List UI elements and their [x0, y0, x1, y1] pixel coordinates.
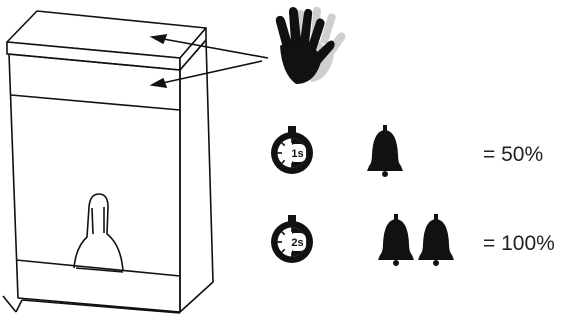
dispenser-base-edge-2 — [15, 299, 23, 313]
dispenser-base-line — [15, 259, 181, 277]
hand-finger-3 — [300, 8, 313, 44]
timer-icon: 1s — [271, 126, 313, 174]
result-label-100: = 100% — [483, 232, 555, 255]
bell-icon-right — [418, 214, 454, 266]
arrow-to-lid-front — [157, 60, 263, 85]
arrowhead-top — [149, 34, 168, 45]
bottle-base — [75, 267, 124, 273]
hand-finger-4 — [308, 18, 325, 50]
result-label-50: = 50% — [483, 143, 544, 166]
bell-icon-left — [378, 214, 414, 266]
hand-thumb — [313, 40, 335, 66]
timer-label-1s: 1s — [291, 148, 303, 160]
arrow-to-lid-top — [157, 37, 269, 59]
dispenser-base-edge — [2, 295, 17, 313]
dispenser-body-side — [179, 39, 214, 313]
timer-label-2s: 2s — [291, 237, 303, 249]
dispenser-window-divider — [10, 94, 181, 111]
arrowhead-front — [149, 77, 168, 88]
timer-icon-2s: 2s — [271, 215, 313, 263]
hand-finger-1 — [275, 15, 292, 49]
hand-palm — [280, 38, 322, 84]
hand-icon — [275, 6, 346, 84]
bottle-shape — [73, 193, 124, 272]
bottle-neck — [91, 207, 105, 235]
bell-icon — [367, 125, 403, 177]
dispenser-device — [2, 10, 214, 314]
gesture-arrows — [149, 34, 269, 88]
dispenser-base-line-2 — [21, 299, 181, 314]
hand-finger-2 — [289, 7, 301, 42]
